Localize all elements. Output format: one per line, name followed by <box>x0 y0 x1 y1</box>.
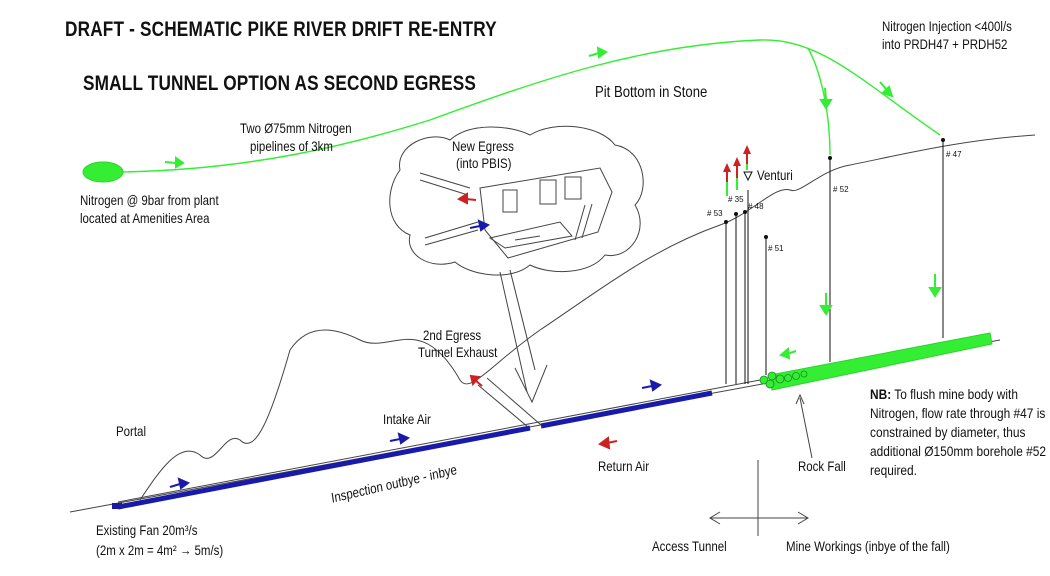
boreholes <box>725 140 944 384</box>
return-air-label: Return Air <box>598 458 650 474</box>
fan-block <box>112 503 122 509</box>
tunnel-top-line <box>117 379 761 503</box>
access-tunnel-label: Access Tunnel <box>652 538 727 554</box>
borehole-label-53: # 53 <box>707 209 723 218</box>
note-line-2: Nitrogen, flow rate through #47 is <box>870 405 1046 421</box>
new-egress-schematic <box>419 167 613 259</box>
portal-label: Portal <box>116 423 146 439</box>
bubble-pointer-arrowhead <box>514 364 548 404</box>
second-egress-label-1: 2nd Egress <box>423 327 482 343</box>
borehole-label-51: # 51 <box>768 244 784 253</box>
nitrogen-flow-arrows <box>164 46 942 360</box>
pipelines-label-1: Two Ø75mm Nitrogen <box>240 120 352 136</box>
nitrogen-source-label-2: located at Amenities Area <box>80 210 210 226</box>
nitrogen-branch-52 <box>807 47 831 156</box>
note-text-1: To flush mine body with <box>891 386 1018 402</box>
intake-tunnel-lower <box>117 425 531 510</box>
borehole-label-47: # 47 <box>946 150 962 159</box>
nitrogen-injection-label-1: Nitrogen Injection <400l/s <box>882 18 1012 34</box>
note-line-4: additional Ø150mm borehole #52 <box>870 443 1046 459</box>
nitrogen-plant <box>82 161 124 183</box>
bubble-pointer-right <box>509 269 536 371</box>
intake-air-label: Intake Air <box>383 411 431 427</box>
page-title: DRAFT - SCHEMATIC PIKE RIVER DRIFT RE-EN… <box>65 18 497 41</box>
bubble-pointer-left <box>499 271 528 393</box>
borehole-exhaust-arrows <box>723 145 751 196</box>
mine-workings-label: Mine Workings (inbye of the fall) <box>786 538 950 554</box>
intake-tunnel-upper <box>540 390 713 429</box>
note-line-3: constrained by diameter, thus <box>870 424 1026 440</box>
divider-arrow-left <box>709 511 721 525</box>
nitrogen-source-label-1: Nitrogen @ 9bar from plant <box>80 192 219 208</box>
intake-air-arrows <box>169 219 663 490</box>
borehole-label-48: # 48 <box>748 202 764 211</box>
borehole-heads <box>724 138 945 239</box>
rock-fall-pointer-head <box>795 393 805 405</box>
new-egress-label-2: (into PBIS) <box>456 155 512 171</box>
second-egress-label-2: Tunnel Exhaust <box>418 344 498 360</box>
new-egress-label-1: New Egress <box>452 138 514 154</box>
borehole-label-52: # 52 <box>833 185 849 194</box>
egress-shaft-right <box>486 377 542 426</box>
nitrogen-workings-pipe <box>769 332 993 391</box>
note-line-1: NB: To flush mine body with <box>870 385 1018 403</box>
rock-fall-rubble <box>759 370 808 389</box>
rock-fall-label: Rock Fall <box>798 458 846 474</box>
callout-bubble <box>389 125 644 276</box>
egress-shaft-left <box>477 384 529 428</box>
pipelines-label-2: pipelines of 3km <box>250 138 333 154</box>
nitrogen-pipeline <box>119 39 941 173</box>
page-subtitle: SMALL TUNNEL OPTION AS SECOND EGRESS <box>83 72 477 95</box>
return-air-arrows <box>456 192 618 450</box>
venturi-icon <box>743 171 753 182</box>
note-line-5: required. <box>870 462 917 478</box>
note-prefix: NB: <box>870 386 892 402</box>
borehole-label-35: # 35 <box>728 195 744 204</box>
rock-fall-pointer <box>799 397 813 459</box>
existing-fan-label-2: (2m x 2m = 4m² → 5m/s) <box>96 542 224 558</box>
existing-fan-label-1: Existing Fan 20m³/s <box>96 522 198 538</box>
pit-bottom-label: Pit Bottom in Stone <box>595 84 708 101</box>
nitrogen-injection-label-2: into PRDH47 + PRDH52 <box>882 36 1008 52</box>
venturi-label: Venturi <box>757 167 793 183</box>
divider-arrow-right <box>797 511 809 525</box>
ground-profile <box>139 134 1036 501</box>
